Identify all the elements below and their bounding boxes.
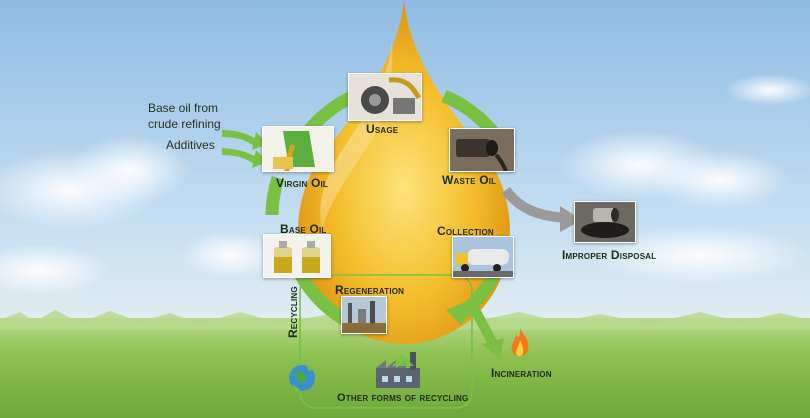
input-base-oil-line1: Base oil from	[148, 101, 219, 115]
improper-disposal-photo	[574, 201, 636, 243]
regeneration-photo	[341, 296, 387, 334]
label-waste-oil: Waste Oil	[442, 173, 497, 187]
label-usage: Usage	[366, 122, 399, 136]
input-base-oil-line2: crude refining	[148, 117, 221, 131]
label-other-forms: Other forms of recycling	[337, 392, 469, 404]
collection-photo	[452, 236, 514, 278]
label-collection: Collection	[437, 224, 494, 238]
label-recycling: Recycling	[286, 286, 300, 338]
clouds	[0, 74, 810, 296]
label-improper-disposal: Improper Disposal	[562, 248, 657, 262]
label-regeneration: Regeneration	[335, 283, 405, 297]
recycling-box	[299, 274, 473, 409]
recycling-globe-icon	[286, 362, 318, 394]
factory-icon	[372, 350, 424, 390]
virgin-oil-photo	[262, 126, 334, 172]
label-virgin-oil: Virgin Oil	[276, 176, 329, 190]
input-additives: Additives	[166, 138, 215, 152]
label-incineration: Incineration	[491, 366, 552, 380]
waste-oil-photo	[449, 128, 515, 172]
base-oil-photo	[263, 234, 331, 278]
flame-icon	[508, 328, 532, 360]
label-base-oil: Base Oil	[280, 222, 327, 236]
usage-photo	[348, 73, 422, 121]
